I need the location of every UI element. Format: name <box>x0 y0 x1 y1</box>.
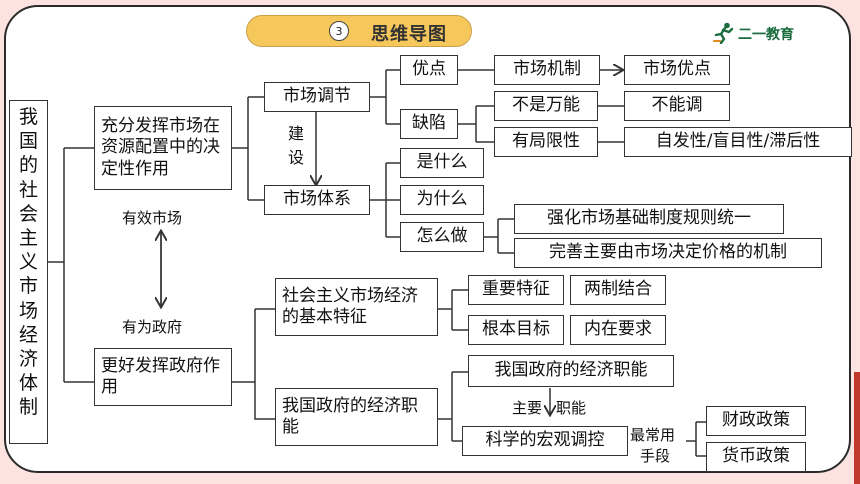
node-important-feature: 重要特征 <box>468 275 564 305</box>
node-gov-economic-functions: 我国政府的经济职能 <box>275 388 438 446</box>
node-limitations: 有局限性 <box>494 127 598 157</box>
section-number: 3 <box>329 21 349 41</box>
runner-icon <box>713 22 734 44</box>
node-monetary-policy: 货币政策 <box>706 442 806 472</box>
link-top-label: 有效市场 <box>122 209 183 227</box>
node-market-system: 市场体系 <box>264 185 370 215</box>
means-label: 手段 <box>640 447 671 465</box>
arrow-label-main: 主要 <box>512 399 543 417</box>
node-government-role: 更好发挥政府作用 <box>94 348 232 406</box>
logo-text: 二一教育 <box>738 27 794 43</box>
most-common-label: 最常用 <box>630 426 676 444</box>
node-what: 是什么 <box>400 148 484 178</box>
root-node: 我国的社会主义市场经济体制 <box>9 100 48 444</box>
arrow-label-function: 职能 <box>556 399 587 417</box>
accent-bar <box>854 372 860 484</box>
node-fiscal-policy: 财政政策 <box>706 406 806 436</box>
node-advantages: 优点 <box>400 55 458 85</box>
node-limitation-detail: 自发性/盲目性/滞后性 <box>624 127 852 157</box>
link-bottom-label: 有为政府 <box>122 318 183 336</box>
node-not-omnipotent: 不是万能 <box>494 91 598 121</box>
node-why: 为什么 <box>400 185 484 215</box>
page-title: 思维导图 <box>371 24 447 45</box>
node-market-advantages: 市场优点 <box>624 55 730 85</box>
node-market-mechanism: 市场机制 <box>494 55 600 85</box>
node-how: 怎么做 <box>400 222 484 252</box>
node-how-1: 强化市场基础制度规则统一 <box>514 204 784 234</box>
node-how-2: 完善主要由市场决定价格的机制 <box>514 238 822 268</box>
node-cannot-regulate: 不能调 <box>624 91 730 121</box>
node-macro-control: 科学的宏观调控 <box>462 426 628 456</box>
node-defects: 缺陷 <box>400 109 458 139</box>
node-gov-functions-detail: 我国政府的经济职能 <box>468 355 674 387</box>
node-market-regulation: 市场调节 <box>264 82 370 112</box>
node-market-role: 充分发挥市场在资源配置中的决定性作用 <box>94 106 232 190</box>
node-fundamental-goal: 根本目标 <box>468 315 564 345</box>
build-label: 建设 <box>288 124 305 167</box>
node-basic-features: 社会主义市场经济的基本特征 <box>275 278 438 336</box>
node-combination: 两制结合 <box>570 275 666 305</box>
node-inherent-requirement: 内在要求 <box>570 315 666 345</box>
title-banner: 3 思维导图 <box>246 15 472 47</box>
